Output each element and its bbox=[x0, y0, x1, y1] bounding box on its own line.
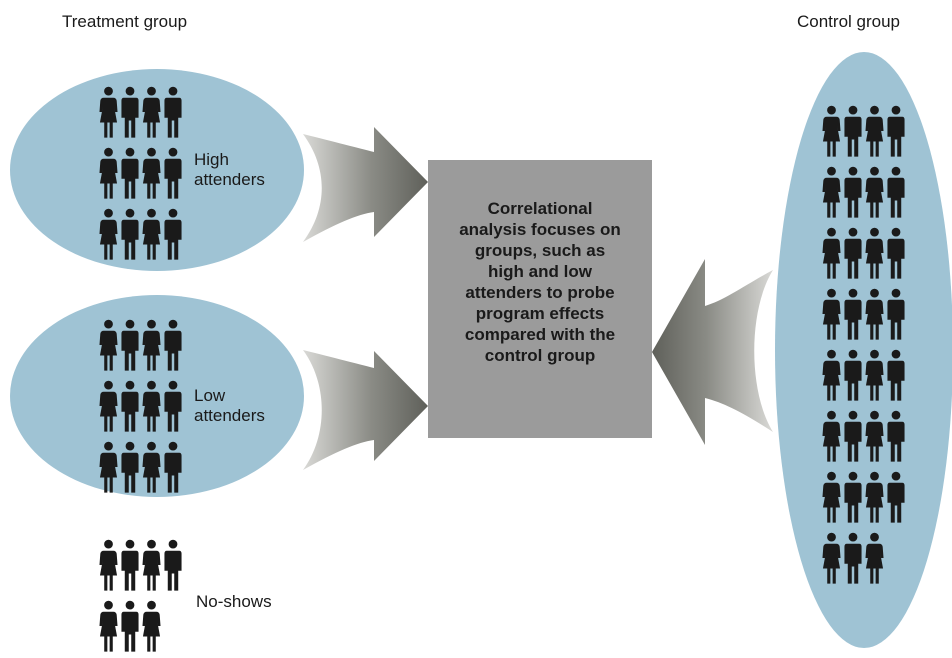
arrow-high-attenders bbox=[303, 127, 428, 242]
no-show-person-icon bbox=[142, 600, 161, 652]
correlational-analysis-text: Correlational analysis focuses on groups… bbox=[459, 199, 621, 365]
correlational-analysis-box: Correlational analysis focuses on groups… bbox=[428, 160, 652, 438]
control-group-ellipse bbox=[775, 52, 952, 648]
treatment-group-label: Treatment group bbox=[62, 12, 188, 31]
low-attenders-label: Low attenders bbox=[194, 386, 265, 425]
no-shows-label: No-shows bbox=[196, 592, 272, 611]
control-group-label: Control group bbox=[797, 12, 901, 31]
arrow-control-group bbox=[652, 259, 773, 445]
high-attenders-label: High attenders bbox=[194, 150, 265, 189]
no-show-person-icon bbox=[99, 600, 118, 652]
no-show-person-icon bbox=[164, 539, 182, 591]
no-show-person-icon bbox=[121, 539, 139, 591]
no-show-person-icon bbox=[142, 539, 161, 591]
arrow-low-attenders bbox=[303, 350, 428, 470]
no-show-person-icon bbox=[121, 600, 139, 652]
no-show-person-icon bbox=[99, 539, 118, 591]
